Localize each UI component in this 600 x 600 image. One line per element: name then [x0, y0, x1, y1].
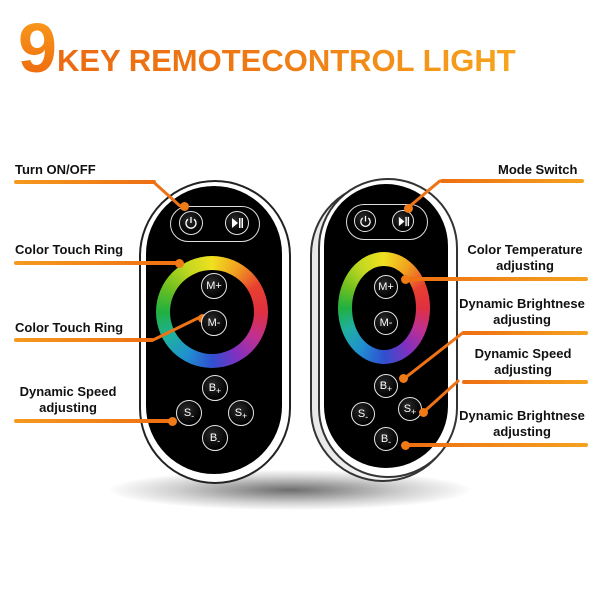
page-title: 9 KEY REMOTECONTROL LIGHT — [18, 9, 516, 87]
right-s-minus-button[interactable]: S- — [351, 402, 375, 426]
label-color-touch-ring-2: Color Touch Ring — [15, 320, 124, 335]
label-turn-on-off: Turn ON/OFF — [15, 162, 96, 177]
play-pause-icon — [398, 216, 409, 226]
callout-dot-dynamic-speed-right — [418, 407, 428, 417]
callout-line-color-touch-ring-2 — [14, 338, 154, 342]
left-m-plus-button[interactable]: M+ — [201, 273, 227, 299]
title-text: KEY REMOTECONTROL LIGHT — [56, 43, 516, 78]
callout-line-mode-switch — [440, 179, 584, 183]
callout-dot-color-temperature — [400, 274, 410, 284]
right-mode-button[interactable] — [392, 210, 414, 232]
callout-line-color-touch-ring-1 — [14, 261, 179, 265]
label-dynamic-brightnese-2: Dynamic Brightnese adjusting — [459, 408, 585, 439]
right-color-touch-ring[interactable] — [338, 252, 430, 364]
left-power-button[interactable] — [179, 211, 203, 235]
label-color-temperature: Color Temperature adjusting — [467, 242, 583, 273]
right-b-minus-button[interactable]: B- — [374, 427, 398, 451]
play-pause-icon — [232, 218, 243, 228]
left-b-plus-button[interactable]: B+ — [202, 375, 228, 401]
remote-shadow — [110, 470, 470, 510]
left-top-button-group — [170, 206, 260, 242]
callout-dot-dynamic-brightnese-2 — [400, 440, 410, 450]
label-color-touch-ring-1: Color Touch Ring — [15, 242, 124, 257]
label-mode-switch: Mode Switch — [498, 162, 578, 177]
right-b-plus-button[interactable]: B+ — [374, 374, 398, 398]
right-remote: M+ M- B+ S- S+ B- — [324, 184, 448, 468]
left-s-plus-button[interactable]: S+ — [228, 400, 254, 426]
label-dynamic-speed-right: Dynamic Speed adjusting — [474, 346, 572, 377]
right-m-plus-button[interactable]: M+ — [374, 275, 398, 299]
callout-line-dynamic-speed-left — [14, 419, 172, 423]
power-icon — [359, 215, 371, 227]
label-dynamic-speed-left: Dynamic Speed adjusting — [19, 384, 117, 415]
right-m-minus-button[interactable]: M- — [374, 311, 398, 335]
left-b-minus-button[interactable]: B- — [202, 425, 228, 451]
left-m-minus-button[interactable]: M- — [201, 310, 227, 336]
power-icon — [185, 217, 197, 229]
right-power-button[interactable] — [354, 210, 376, 232]
callout-line-dynamic-brightnese-1 — [462, 331, 588, 335]
right-s-plus-button[interactable]: S+ — [398, 397, 422, 421]
callout-line-color-temperature — [404, 277, 588, 281]
callout-line-turn-on-off — [14, 180, 156, 184]
right-top-button-group — [346, 204, 428, 240]
callout-dot-color-touch-ring-1 — [174, 258, 184, 268]
callout-line-dynamic-brightnese-2 — [404, 443, 588, 447]
left-remote: M+ M- B+ S- S+ B- — [146, 186, 282, 474]
left-s-minus-button[interactable]: S- — [176, 400, 202, 426]
label-dynamic-brightnese-1: Dynamic Brightnese adjusting — [459, 296, 585, 327]
left-mode-button[interactable] — [225, 211, 249, 235]
callout-dot-dynamic-brightnese-1 — [398, 373, 408, 383]
callout-dot-dynamic-speed-left — [167, 416, 177, 426]
callout-dot-mode-switch — [403, 203, 413, 213]
callout-line-dynamic-speed-right — [462, 380, 588, 384]
title-number: 9 — [18, 9, 57, 87]
callout-dot-turn-on-off — [179, 201, 189, 211]
